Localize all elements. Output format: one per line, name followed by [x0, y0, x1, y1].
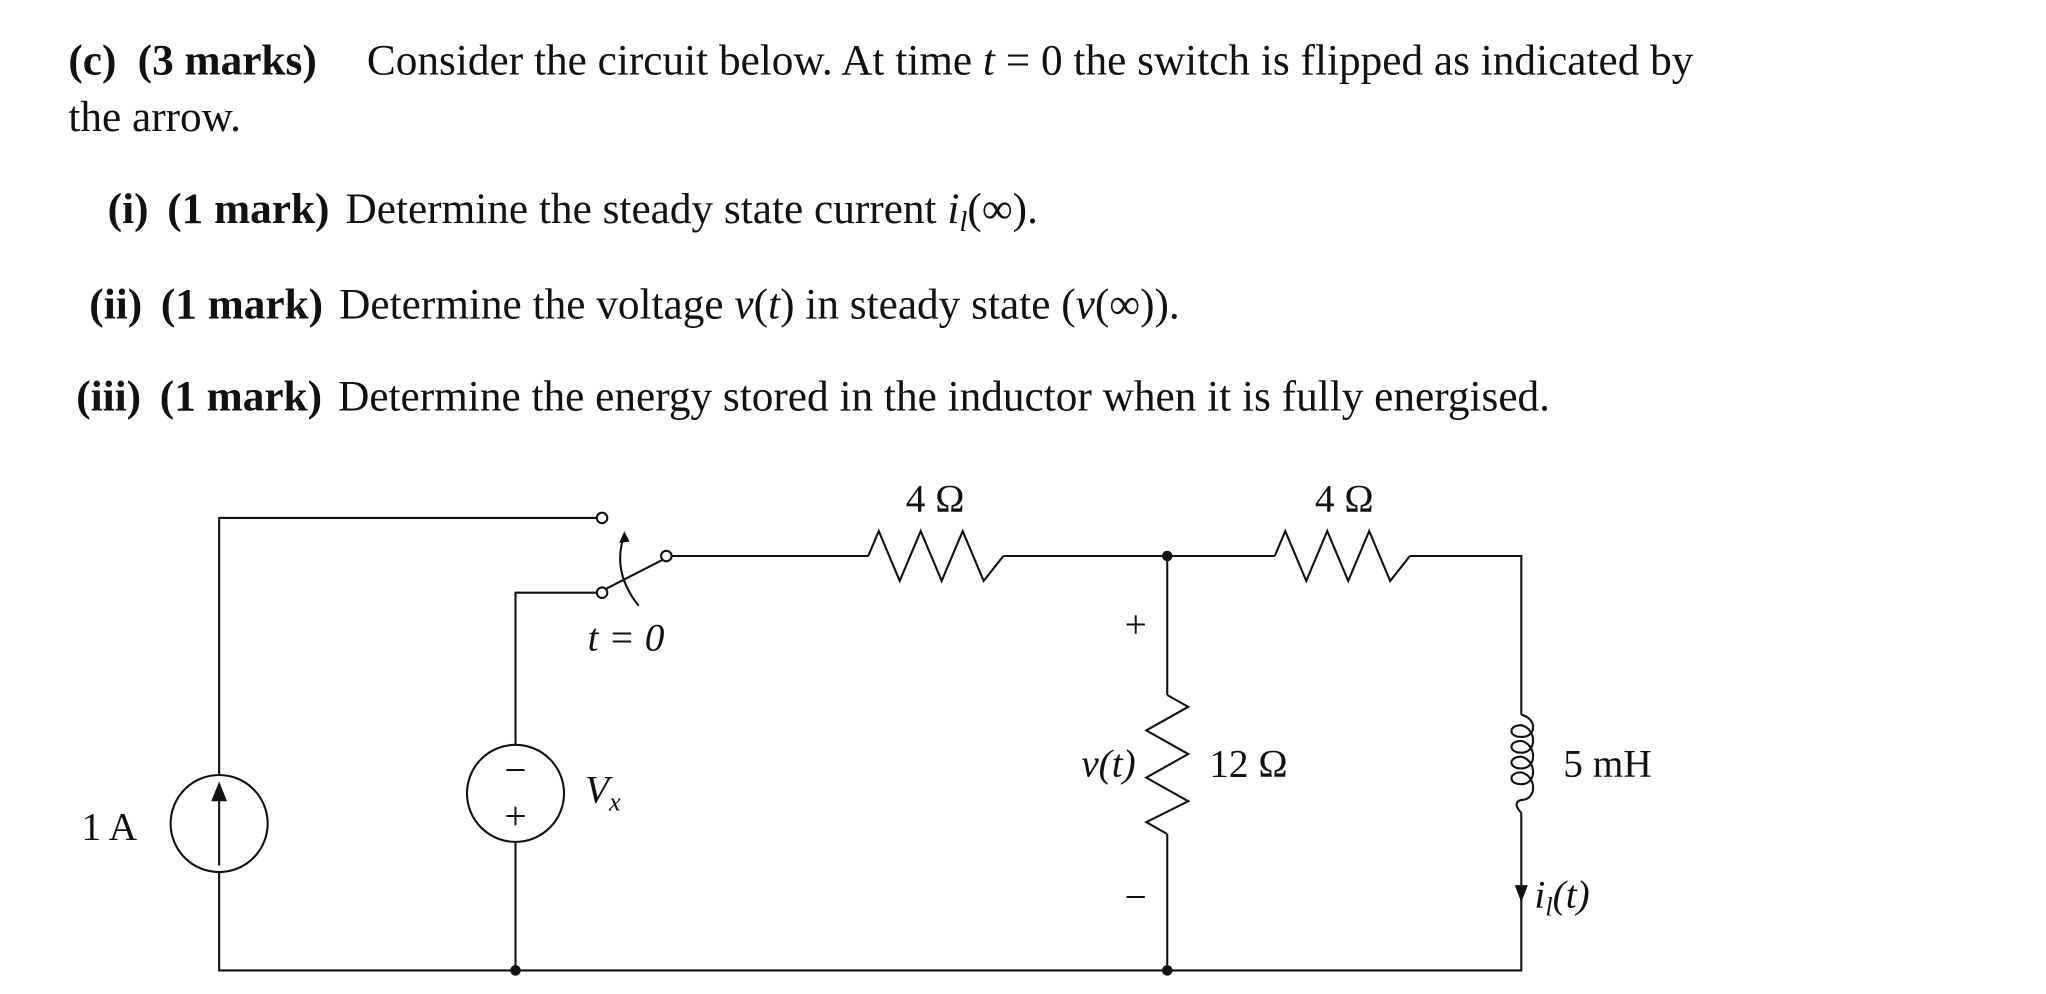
part-label: (c)	[68, 37, 116, 85]
intro-line-2: the arrow.	[68, 93, 241, 141]
subpart-marks: (1 mark)	[160, 372, 322, 420]
inductor	[1510, 713, 1535, 814]
subpart-text-end: (∞).	[967, 185, 1037, 233]
node-dot	[1162, 965, 1173, 976]
question-intro: (c) (3 marks) Consider the circuit below…	[68, 37, 1693, 85]
subpart-text: Determine the voltage	[339, 281, 734, 329]
resistor-12ohm	[1144, 694, 1191, 835]
inductor-label: 5 mH	[1563, 741, 1652, 785]
subpart-label: (i)	[108, 185, 149, 233]
current-source-label: 1 A	[81, 804, 137, 848]
v-plus: +	[1125, 602, 1147, 646]
part-marks: (3 marks)	[138, 37, 317, 85]
current-source	[169, 773, 269, 874]
paren: (	[754, 281, 768, 329]
math-v2: v	[1076, 281, 1096, 329]
wire-vsource	[514, 591, 597, 971]
il-label: il(t)	[1534, 872, 1589, 921]
subpart-text: Determine the energy stored in the induc…	[338, 372, 1550, 420]
r3-label: 12 Ω	[1209, 741, 1287, 785]
vsource-label: Vx	[585, 768, 621, 817]
subpart-label: (iii)	[76, 372, 141, 420]
resistor-4ohm-1	[867, 528, 1005, 584]
voltage-source: − +	[465, 743, 566, 843]
subpart-iii: (iii) (1 mark) Determine the energy stor…	[76, 372, 1550, 420]
subpart-marks: (1 mark)	[167, 185, 329, 233]
intro-text-2: = 0 the switch is flipped as indicated b…	[995, 37, 1694, 85]
switch-label: t = 0	[588, 615, 665, 659]
subpart-text-end: (∞)).	[1095, 281, 1180, 329]
r1-label: 4 Ω	[906, 476, 965, 520]
circuit-diagram: t = 0 4 Ω 4 Ω 12 Ω v(t) + − 1 A − + Vx	[81, 476, 1652, 976]
math-t: t	[768, 281, 781, 329]
subpart-text: Determine the steady state current	[346, 185, 948, 233]
subpart-marks: (1 mark)	[161, 281, 323, 329]
il-sub: l	[1545, 892, 1552, 921]
node-dot	[510, 965, 521, 976]
subpart-text-2: ) in steady state (	[780, 281, 1076, 329]
v-label: v(t)	[1081, 741, 1136, 785]
subpart-label: (ii)	[89, 281, 142, 329]
math-sub: l	[959, 206, 967, 238]
resistor-4ohm-2	[1273, 528, 1411, 584]
vsource-plus: +	[504, 794, 526, 838]
vx-name: V	[585, 768, 613, 812]
il-tail: (t)	[1553, 872, 1590, 916]
subpart-i: (i) (1 mark) Determine the steady state …	[108, 185, 1038, 238]
switch	[595, 511, 673, 607]
vsource-minus: −	[504, 748, 526, 792]
intro-text: Consider the circuit below. At time	[367, 37, 983, 85]
il-main: i	[1534, 872, 1545, 916]
switch-arrow-icon	[619, 534, 640, 607]
math-v: v	[734, 281, 754, 329]
node-dot	[1162, 550, 1173, 562]
wire-left	[218, 516, 1523, 972]
math-i: i	[947, 185, 959, 233]
intro-math-t: t	[983, 37, 996, 85]
subpart-ii: (ii) (1 mark) Determine the voltage v(t)…	[89, 281, 1179, 329]
vx-sub: x	[608, 787, 621, 816]
current-arrow-icon	[1514, 885, 1528, 903]
r2-label: 4 Ω	[1315, 476, 1374, 520]
v-minus: −	[1125, 875, 1147, 919]
